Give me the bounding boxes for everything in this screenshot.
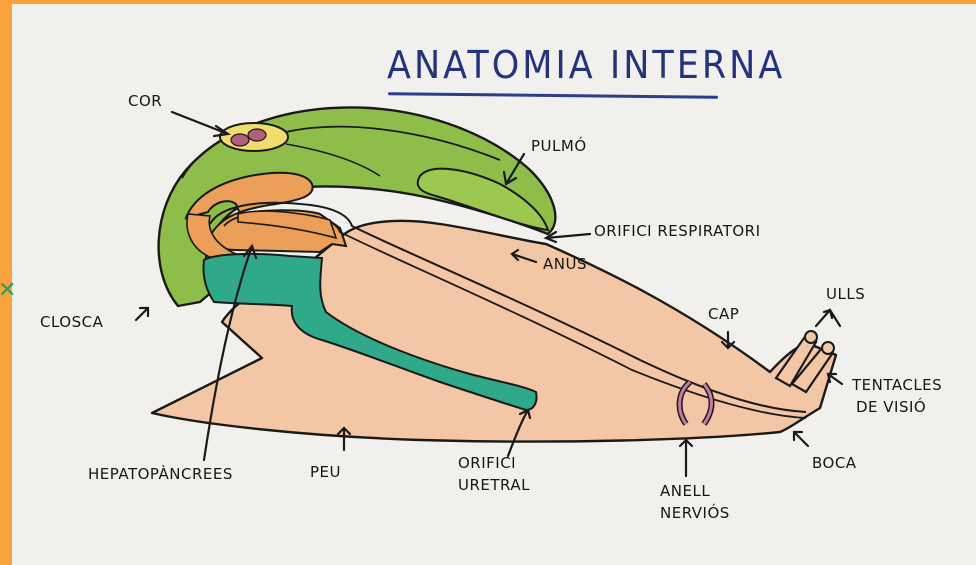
label-orifici-uretral-line1: ORIFICI bbox=[458, 452, 530, 474]
label-orifici-respiratori: ORIFICI RESPIRATORI bbox=[594, 223, 761, 240]
label-orifici-uretral: ORIFICI URETRAL bbox=[458, 452, 530, 496]
label-anell-line2: NERVIÓS bbox=[660, 502, 730, 524]
heart-chamber-left bbox=[231, 134, 249, 146]
arrow-anell bbox=[680, 440, 692, 476]
label-pulmo: PULMÓ bbox=[531, 138, 587, 155]
arrow-ulls bbox=[816, 310, 840, 326]
label-anus: ANUS bbox=[543, 256, 587, 273]
label-hepatopancrees: HEPATOPÀNCREES bbox=[88, 466, 233, 483]
arrow-orifici-respiratori bbox=[546, 232, 590, 242]
label-orifici-uretral-line2: URETRAL bbox=[458, 474, 530, 496]
label-cap: CAP bbox=[708, 306, 739, 323]
label-peu: PEU bbox=[310, 464, 341, 481]
left-eye bbox=[805, 331, 817, 343]
arrow-cor bbox=[172, 112, 228, 136]
label-closca: CLOSCA bbox=[40, 314, 103, 331]
label-tentacles-line1: TENTACLES bbox=[852, 374, 942, 396]
arrow-closca bbox=[136, 308, 148, 320]
arrow-boca bbox=[794, 432, 808, 446]
label-cor: COR bbox=[128, 93, 162, 110]
arrow-peu bbox=[338, 428, 350, 450]
label-tentacles: TENTACLES DE VISIÓ bbox=[852, 374, 942, 418]
heart-chamber-right bbox=[248, 129, 266, 141]
label-anell-nervios: ANELL NERVIÓS bbox=[660, 480, 730, 524]
arrow-tentacles bbox=[828, 374, 842, 384]
label-boca: BOCA bbox=[812, 455, 857, 472]
label-ulls: ULLS bbox=[826, 286, 865, 303]
right-eye bbox=[822, 342, 834, 354]
label-tentacles-line2: DE VISIÓ bbox=[852, 396, 942, 418]
label-anell-line1: ANELL bbox=[660, 480, 730, 502]
